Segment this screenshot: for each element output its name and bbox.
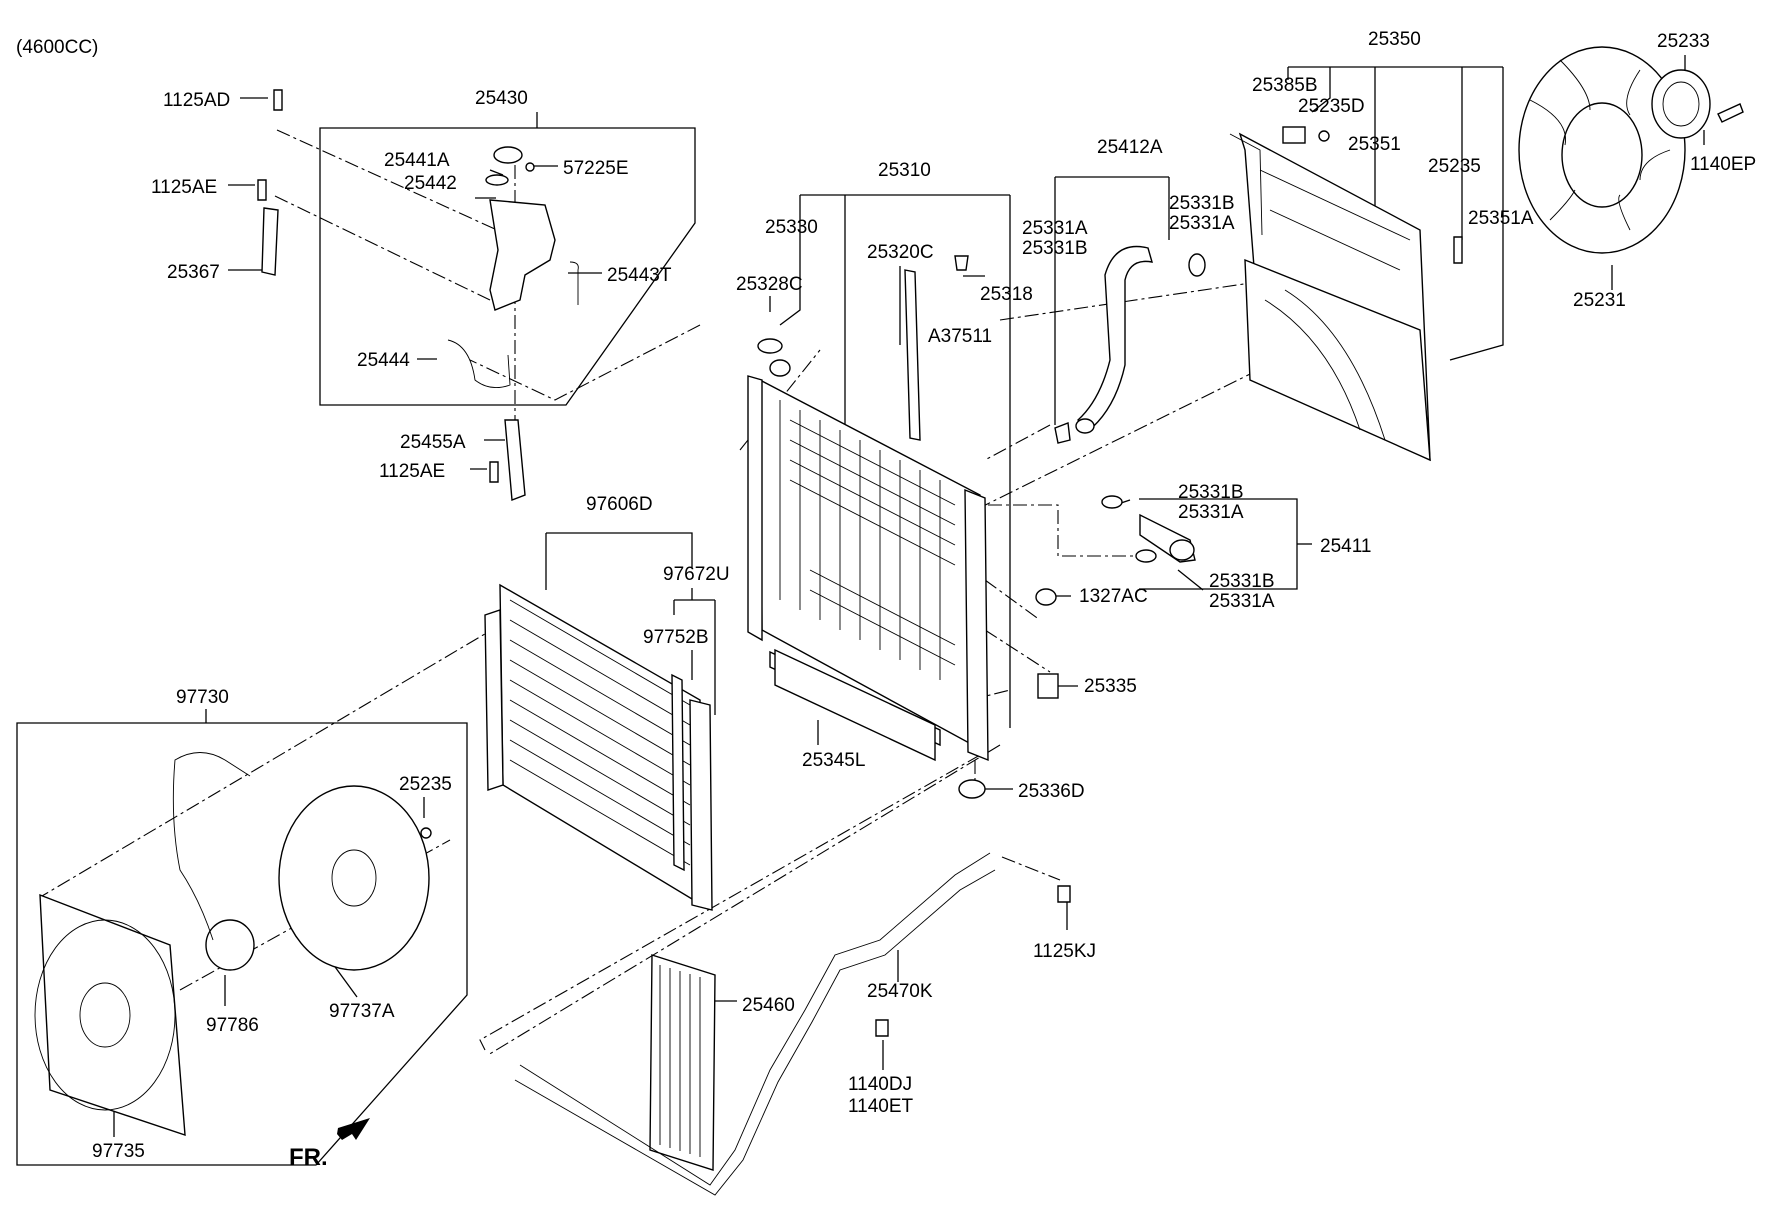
- label-25430: 25430: [475, 88, 528, 109]
- radiator-cap: [757, 338, 783, 354]
- label-25330: 25330: [765, 217, 818, 238]
- bolt-1125AD: [273, 89, 283, 111]
- bolt-1125AE-top: [257, 179, 267, 201]
- label-25367: 25367: [167, 262, 220, 283]
- nut-1327AC: [1035, 588, 1057, 606]
- label-1125AD: 1125AD: [163, 90, 230, 111]
- label-25335: 25335: [1084, 676, 1137, 697]
- bracket-25367: [261, 207, 279, 276]
- condenser-fan-blade: [278, 785, 430, 971]
- label-25310: 25310: [878, 160, 931, 181]
- label-25385B: 25385B: [1252, 75, 1318, 96]
- receiver-drier-97752B: [671, 673, 685, 872]
- label-97752B: 97752B: [643, 627, 709, 648]
- label-25235-top: 25235: [1428, 156, 1481, 177]
- label-25470K: 25470K: [867, 981, 933, 1002]
- label-25331A-d: 25331A: [1209, 591, 1275, 612]
- clip-25385B: [1282, 126, 1330, 144]
- label-25318: 25318: [980, 284, 1033, 305]
- label-97672U: 97672U: [663, 564, 730, 585]
- label-25235D: 25235D: [1298, 96, 1365, 117]
- label-25331B-a: 25331B: [1169, 193, 1235, 214]
- mount-25335: [1037, 673, 1059, 699]
- label-25331B-d: 25331B: [1209, 571, 1275, 592]
- label-25233: 25233: [1657, 31, 1710, 52]
- condenser-fan-shroud: [34, 893, 186, 1136]
- upper-radiator-hose: [1054, 245, 1206, 444]
- label-25442: 25442: [404, 173, 457, 194]
- bolt-1125KJ: [1057, 885, 1071, 903]
- ac-condenser: [484, 583, 713, 911]
- label-1125KJ: 1125KJ: [1033, 941, 1096, 962]
- label-25441A: 25441A: [384, 150, 450, 171]
- label-97730: 97730: [176, 687, 229, 708]
- air-guard-25345L: [774, 648, 936, 762]
- label-1140EP: 1140EP: [1690, 154, 1756, 175]
- label-25350: 25350: [1368, 29, 1421, 50]
- motor-wiring: [172, 752, 251, 941]
- bolt-1140DJ: [875, 1019, 889, 1037]
- fan-shroud: [1229, 132, 1431, 462]
- front-marker-label: FR.: [289, 1144, 328, 1171]
- bolt-1140EP: [1717, 103, 1744, 123]
- mount-25336D: [958, 779, 986, 799]
- label-97606D: 97606D: [586, 494, 653, 515]
- bracket-25320C: [904, 269, 921, 441]
- label-1327AC: 1327AC: [1079, 586, 1148, 607]
- leader-lines: [16, 55, 1705, 1166]
- label-25331A-c: 25331A: [1178, 502, 1244, 523]
- part-labels: (4600CC) 25350 25233 25385B 25235D 1140E…: [16, 29, 1756, 1171]
- bolt-A37511: [954, 255, 969, 271]
- label-1140DJ: 1140DJ: [848, 1074, 912, 1095]
- label-97786: 97786: [206, 1015, 259, 1036]
- label-25444: 25444: [357, 350, 410, 371]
- label-97735: 97735: [92, 1141, 145, 1162]
- label-1125AE-bot: 1125AE: [379, 461, 445, 482]
- label-1140ET: 1140ET: [848, 1096, 914, 1117]
- fan-clutch: [1651, 69, 1711, 139]
- fan-motor-97786: [205, 919, 255, 971]
- bolt-25235-shroud: [1453, 236, 1463, 264]
- bolt-1125AE-bot: [489, 461, 499, 483]
- cooling-fan-mechanical: [1518, 46, 1686, 254]
- engine-note: (4600CC): [16, 37, 98, 58]
- coolant-reservoir: [447, 146, 579, 389]
- front-arrow-icon: [337, 1118, 370, 1140]
- label-25320C: 25320C: [867, 242, 934, 263]
- label-25460: 25460: [742, 995, 795, 1016]
- lower-radiator-hose: [1101, 495, 1196, 563]
- label-97737A: 97737A: [329, 1001, 395, 1022]
- label-57225E: 57225E: [563, 158, 629, 179]
- label-25328C: 25328C: [736, 274, 803, 295]
- label-25336D: 25336D: [1018, 781, 1085, 802]
- label-25331B-c: 25331B: [1178, 482, 1244, 503]
- label-25235-fan: 25235: [399, 774, 452, 795]
- cooler-lines-25470K: [514, 852, 996, 1196]
- label-25412A: 25412A: [1097, 137, 1163, 158]
- label-25231: 25231: [1573, 290, 1626, 311]
- label-1125AE-top: 1125AE: [151, 177, 217, 198]
- label-25455A: 25455A: [400, 432, 466, 453]
- oil-cooler-25460: [649, 954, 716, 1171]
- label-25351A: 25351A: [1468, 208, 1534, 229]
- label-A37511: A37511: [928, 326, 992, 347]
- label-25345L: 25345L: [802, 750, 865, 771]
- bolt-25235-fan: [420, 827, 432, 839]
- label-25443T: 25443T: [607, 265, 672, 286]
- label-25331A-a: 25331A: [1169, 213, 1235, 234]
- bracket-25455A: [504, 419, 526, 501]
- label-25411: 25411: [1320, 536, 1371, 557]
